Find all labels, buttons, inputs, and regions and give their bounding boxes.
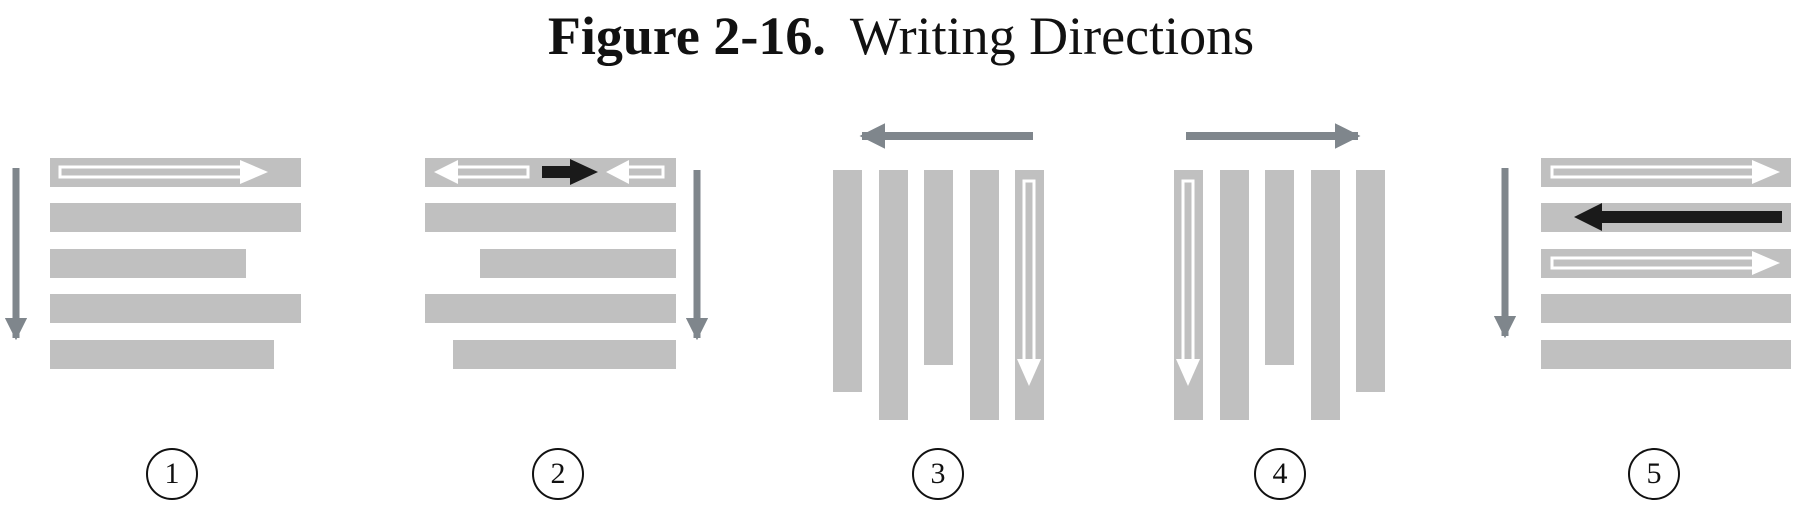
- arrow-right-white-icon: [1550, 160, 1780, 184]
- panel-3: [833, 123, 1044, 420]
- panel-1: [4, 158, 301, 369]
- text-line: [1541, 340, 1791, 369]
- arrow-left-white-icon: [434, 160, 530, 184]
- text-line: [50, 294, 301, 323]
- text-column: [924, 170, 953, 365]
- text-line: [50, 203, 301, 232]
- arrow-right-white-icon: [1550, 251, 1780, 275]
- arrow-down-white-icon: [1017, 179, 1041, 386]
- text-line: [1541, 294, 1791, 323]
- text-line: [50, 249, 246, 278]
- text-column: [879, 170, 908, 420]
- figure-caption: Writing Directions: [849, 6, 1255, 66]
- panel-5: [1493, 158, 1791, 369]
- panel-number-3: 3: [912, 448, 964, 500]
- text-line: [480, 249, 676, 278]
- panel-2: [425, 158, 709, 369]
- panel-number-1: 1: [146, 448, 198, 500]
- text-line: [50, 340, 274, 369]
- text-line: [1541, 249, 1791, 278]
- text-line: [425, 294, 676, 323]
- text-column: [970, 170, 999, 420]
- text-column: [1220, 170, 1249, 420]
- text-column: [833, 170, 862, 392]
- text-column: [1311, 170, 1340, 420]
- panel-number-2: 2: [532, 448, 584, 500]
- text-line: [425, 203, 676, 232]
- text-line: [453, 340, 676, 369]
- arrow-left-black-icon: [1574, 203, 1782, 231]
- arrow-right-black-icon: [542, 159, 598, 185]
- arrow-down-white-icon: [1176, 179, 1200, 386]
- panel-number-5: 5: [1628, 448, 1680, 500]
- panel-4: [1174, 123, 1385, 420]
- text-column: [1265, 170, 1294, 365]
- panel-number-4: 4: [1254, 448, 1306, 500]
- text-column: [1356, 170, 1385, 392]
- arrow-right-white-icon: [58, 160, 268, 184]
- arrow-left-white-icon: [606, 160, 665, 184]
- text-line: [1541, 158, 1791, 187]
- figure-title: Figure 2-16. Writing Directions: [0, 6, 1802, 66]
- figure-label: Figure 2-16.: [547, 6, 826, 66]
